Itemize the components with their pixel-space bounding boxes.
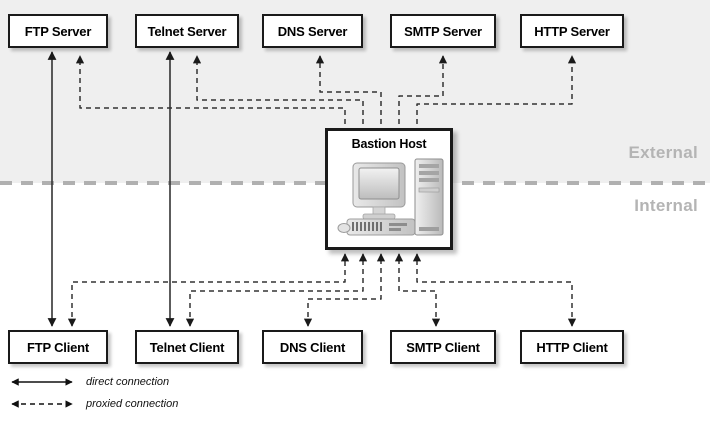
node-ftp-client[interactable]: FTP Client bbox=[8, 330, 108, 364]
internal-zone-label: Internal bbox=[634, 196, 698, 215]
node-label: SMTP Client bbox=[406, 339, 480, 355]
node-label: FTP Server bbox=[24, 23, 92, 39]
node-label: HTTP Client bbox=[536, 339, 608, 355]
proxied-bastion-to-http-server bbox=[416, 55, 577, 124]
proxied-dns-client-to-bastion bbox=[303, 253, 386, 327]
proxied-bastion-to-ftp-server bbox=[75, 55, 346, 124]
proxied-upper-group bbox=[75, 55, 577, 124]
node-smtp-client[interactable]: SMTP Client bbox=[390, 330, 496, 364]
node-http-client[interactable]: HTTP Client bbox=[520, 330, 624, 364]
desktop-computer-and-tower-icon bbox=[337, 158, 444, 236]
legend-item-direct: direct connection bbox=[8, 376, 169, 388]
node-label: FTP Client bbox=[26, 339, 90, 355]
node-label: HTTP Server bbox=[534, 23, 610, 39]
node-bastion-host[interactable]: Bastion Host bbox=[325, 128, 453, 250]
node-telnet-server[interactable]: Telnet Server bbox=[135, 14, 239, 48]
proxied-lower-group bbox=[67, 253, 577, 327]
proxied-smtp-client-to-bastion bbox=[394, 253, 441, 327]
node-dns-client[interactable]: DNS Client bbox=[262, 330, 363, 364]
node-label: SMTP Server bbox=[404, 23, 482, 39]
proxied-bastion-to-smtp-server bbox=[398, 55, 448, 124]
node-label: Telnet Client bbox=[149, 339, 225, 355]
node-label: DNS Server bbox=[277, 23, 348, 39]
proxied-http-client-to-bastion bbox=[412, 253, 577, 327]
legend-item-proxied: proxied connection bbox=[8, 398, 178, 410]
node-label: Telnet Server bbox=[147, 23, 227, 39]
proxied-telnet-client-to-bastion bbox=[185, 253, 368, 327]
node-ftp-server[interactable]: FTP Server bbox=[8, 14, 108, 48]
proxied-bastion-to-dns-server bbox=[315, 55, 382, 124]
node-telnet-client[interactable]: Telnet Client bbox=[135, 330, 239, 364]
proxied-bastion-to-telnet-server bbox=[192, 55, 364, 124]
legend-dashed-arrow-icon bbox=[11, 400, 73, 408]
node-dns-server[interactable]: DNS Server bbox=[262, 14, 363, 48]
proxied-ftp-client-to-bastion bbox=[67, 253, 350, 327]
legend-label: proxied connection bbox=[86, 398, 179, 410]
node-smtp-server[interactable]: SMTP Server bbox=[390, 14, 496, 48]
node-label: DNS Client bbox=[279, 339, 346, 355]
bastion-host-label: Bastion Host bbox=[351, 137, 427, 151]
direct-connection-group bbox=[47, 51, 175, 327]
external-zone-label: External bbox=[628, 143, 698, 162]
legend-solid-arrow-icon bbox=[11, 378, 73, 386]
node-http-server[interactable]: HTTP Server bbox=[520, 14, 624, 48]
legend-label: direct connection bbox=[86, 376, 170, 388]
